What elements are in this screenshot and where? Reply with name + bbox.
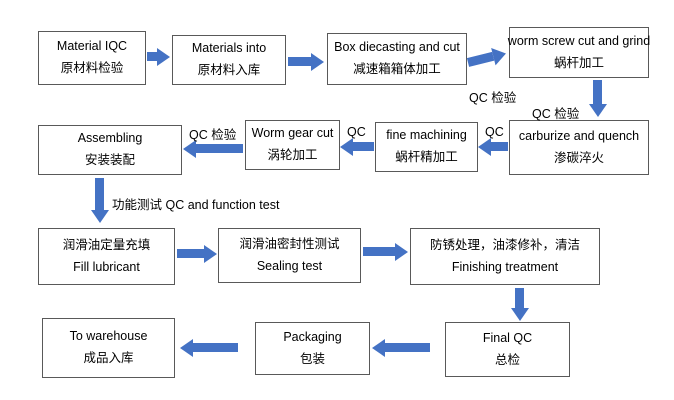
qc-label-worm-gear-to-assembling: QC 检验 (189, 128, 237, 142)
node-sealing-test: 润滑油密封性测试 Sealing test (218, 228, 361, 283)
node-worm-screw-cut: worm screw cut and grind 蜗杆加工 (507, 27, 651, 78)
qc-label-carburize-to-fine: QC (485, 125, 504, 139)
node-label-zh: 原材料检验 (60, 61, 124, 75)
node-label-en: Materials into (191, 41, 267, 56)
node-label-en: carburize and quench (518, 128, 640, 143)
node-label-zh: 润滑油定量充填 (62, 237, 151, 252)
node-fine-machining: fine machining 蜗杆精加工 (375, 122, 478, 172)
arrow-material-iqc-to-materials-into (147, 52, 157, 61)
node-label-zh: 防锈处理，油漆修补，清洁 (429, 237, 580, 252)
arrow-finishing-to-final-qc (515, 288, 524, 308)
node-label-zh: 涡轮加工 (267, 148, 318, 162)
arrow-worm-screw-to-carburize (593, 80, 602, 104)
node-packaging: Packaging 包装 (255, 322, 370, 375)
node-worm-gear-cut: Worm gear cut 涡轮加工 (245, 120, 340, 170)
arrow-materials-into-to-box-diecasting (288, 57, 311, 66)
arrow-box-diecasting-to-worm-screw (466, 51, 495, 67)
qc-label-worm-to-carburize: QC 检验 (532, 107, 580, 121)
node-label-zh: 减速箱箱体加工 (353, 62, 441, 76)
node-finishing-treatment: 防锈处理，油漆修补，清洁 Finishing treatment (410, 228, 600, 285)
node-label-en: Finishing treatment (451, 259, 559, 274)
node-material-iqc: Material IQC 原材料检验 (38, 31, 146, 85)
arrow-fill-lubricant-to-sealing-test (177, 249, 204, 258)
node-label-zh: 原材料入库 (197, 63, 261, 77)
node-carburize-quench: carburize and quench 渗碳淬火 (509, 120, 649, 175)
arrow-final-qc-to-packaging (385, 343, 430, 352)
node-label-zh: 蜗杆加工 (553, 55, 604, 70)
node-box-diecasting: Box diecasting and cut 减速箱箱体加工 (327, 33, 467, 85)
arrow-packaging-to-warehouse (193, 343, 238, 352)
qc-label-fine-to-worm-gear: QC (347, 125, 366, 139)
node-label-zh: 蜗杆精加工 (395, 150, 458, 164)
node-label-en: fine machining (386, 128, 467, 143)
node-label-en: Assembling (77, 131, 143, 146)
node-label-zh: 总检 (494, 352, 520, 367)
arrow-carburize-to-fine-machining (491, 142, 508, 151)
arrow-worm-gear-to-assembling (196, 144, 243, 153)
arrow-sealing-test-to-finishing (363, 247, 395, 256)
node-to-warehouse: To warehouse 成品入库 (42, 318, 175, 378)
node-label-en: Material IQC (56, 39, 128, 54)
node-label-zh: 渗碳淬火 (553, 150, 604, 165)
node-fill-lubricant: 润滑油定量充填 Fill lubricant (38, 228, 175, 285)
node-label-zh: 润滑油密封性测试 (239, 236, 340, 251)
node-assembling: Assembling 安装装配 (38, 125, 182, 175)
node-final-qc: Final QC 总检 (445, 322, 570, 377)
qc-label-box-to-worm: QC 检验 (469, 91, 517, 105)
node-label-zh: 成品入库 (83, 351, 134, 365)
arrow-assembling-to-fill-lubricant (95, 178, 104, 210)
node-label-en: Sealing test (256, 258, 323, 273)
arrow-fine-machining-to-worm-gear (353, 142, 374, 151)
node-label-en: Fill lubricant (73, 259, 140, 274)
node-materials-into: Materials into 原材料入库 (172, 35, 286, 85)
node-label-en: Box diecasting and cut (334, 40, 460, 55)
node-label-zh: 包装 (299, 351, 325, 366)
node-label-en: To warehouse (69, 329, 148, 344)
function-test-label: 功能测试 QC and function test (112, 198, 280, 212)
node-label-en: Packaging (283, 329, 342, 344)
node-label-en: Final QC (482, 330, 533, 345)
node-label-en: Worm gear cut (251, 126, 334, 141)
node-label-zh: 安装装配 (84, 153, 135, 167)
node-label-en: worm screw cut and grind (507, 33, 651, 48)
